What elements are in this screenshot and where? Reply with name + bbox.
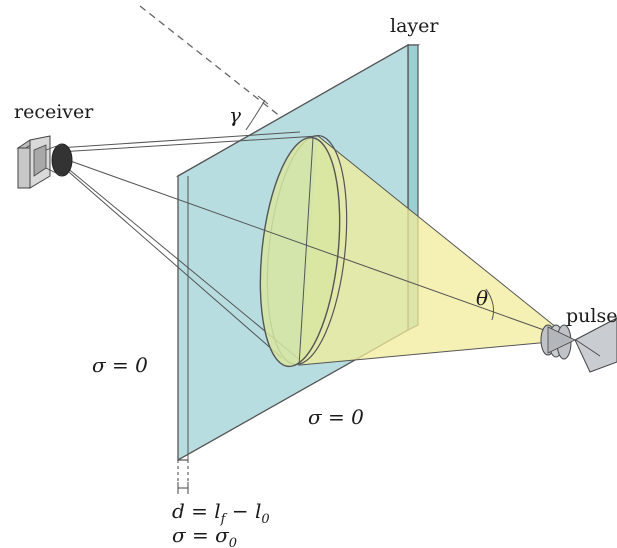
- thickness-formula: d = lf − l0: [172, 499, 270, 527]
- d-sub-f: f: [220, 512, 228, 527]
- beam-line: [57, 135, 319, 153]
- theta-arc: [485, 288, 494, 321]
- gamma-tick: [257, 95, 269, 105]
- d-sub-0: 0: [261, 512, 269, 527]
- beam-line: [59, 161, 301, 361]
- cone-edge: [299, 339, 573, 366]
- sigma0-prefix: σ = σ: [172, 523, 230, 547]
- pulse-cone: [300, 136, 572, 365]
- sigma-zero-formula: σ = σ0: [172, 523, 237, 548]
- sigma-bottom-label: σ = 0: [308, 405, 364, 429]
- center-ray: [61, 157, 573, 341]
- d-minus: − l: [225, 499, 261, 523]
- cone-edge: [317, 135, 573, 341]
- sigma-left-label: σ = 0: [92, 353, 148, 377]
- layer-label: layer: [390, 15, 439, 37]
- pulse-emitter: [540, 317, 617, 373]
- normal-dashed-line: [139, 5, 301, 133]
- gamma-label: γ: [229, 103, 241, 127]
- pulse-label: pulse: [566, 305, 617, 327]
- gamma-arc: [245, 99, 266, 131]
- ellipse-chord: [298, 137, 314, 367]
- beam-line: [57, 131, 301, 149]
- receiver-device: [16, 135, 73, 189]
- beam-line: [61, 165, 283, 359]
- theta-label: θ: [476, 286, 488, 310]
- receiver-label: receiver: [14, 101, 94, 123]
- d-prefix: d = l: [172, 499, 221, 523]
- sigma0-sub: 0: [229, 536, 237, 548]
